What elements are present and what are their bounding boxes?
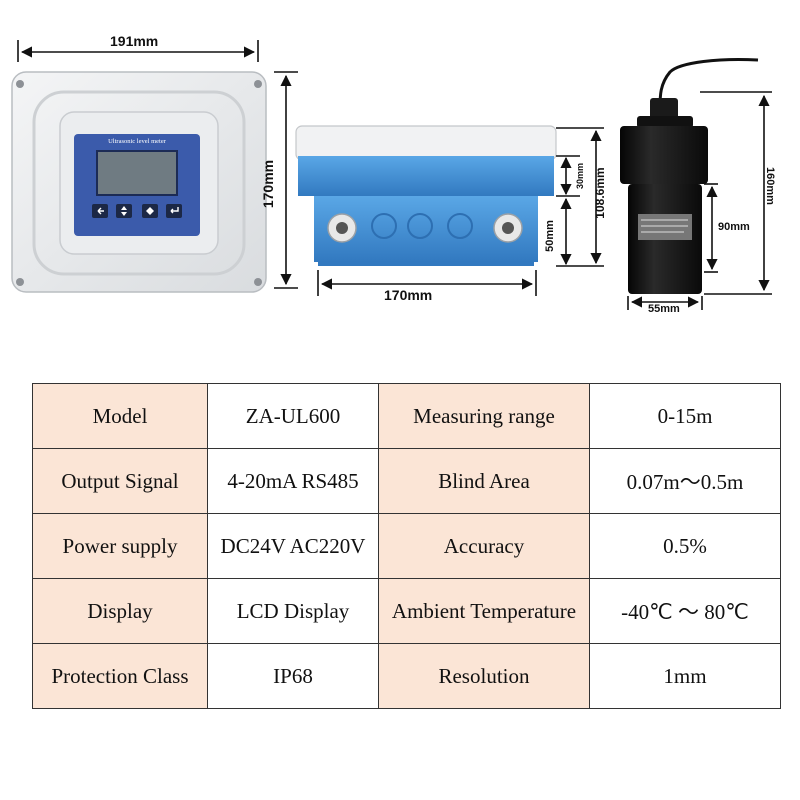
spec-value: DC24V AC220V [207, 513, 379, 579]
dim-height-front: 170mm [260, 159, 276, 209]
spec-value: IP68 [207, 643, 379, 709]
dim-depth-lid: 30mm [575, 163, 585, 190]
spec-label: Display [32, 578, 208, 644]
spec-value: 1mm [589, 643, 781, 709]
lcd-screen [96, 150, 178, 196]
spec-label: Blind Area [378, 448, 590, 514]
table-row: Protection Class IP68 Resolution 1mm [32, 643, 781, 709]
spec-label: Output Signal [32, 448, 208, 514]
panel-buttons [92, 204, 182, 218]
spec-value: ZA-UL600 [207, 383, 379, 449]
ultrasonic-sensor [620, 58, 759, 294]
dim-width-bottom: 170mm [384, 287, 433, 303]
spec-label: Model [32, 383, 208, 449]
dim-sensor-body: 90mm [718, 221, 750, 233]
table-row: Model ZA-UL600 Measuring range 0-15m [32, 383, 781, 449]
table-row: Power supply DC24V AC220V Accuracy 0.5% [32, 513, 781, 579]
dimension-lines [17, 40, 772, 310]
control-panel [74, 134, 200, 236]
spec-value: 0.07m～0.5m [589, 448, 781, 514]
dim-sensor-height: 160mm [764, 167, 776, 205]
table-row: Output Signal 4-20mA RS485 Blind Area 0.… [32, 448, 781, 514]
spec-value: -40℃ ～ 80℃ [589, 578, 781, 644]
dim-depth-base: 50mm [544, 220, 556, 252]
spec-label: Measuring range [378, 383, 590, 449]
side-housing [295, 125, 557, 266]
spec-value: 0.5% [589, 513, 781, 579]
sensor-label-plate [638, 214, 692, 240]
panel-title: Ultrasonic level meter [108, 138, 166, 145]
product-diagram [11, 40, 772, 310]
spec-label: Power supply [32, 513, 208, 579]
table-row: Display LCD Display Ambient Temperature … [32, 578, 781, 644]
spec-table: Model ZA-UL600 Measuring range 0-15m Out… [32, 383, 781, 709]
spec-value: LCD Display [207, 578, 379, 644]
dim-depth-total: 108.6mm [593, 167, 607, 219]
spec-label: Resolution [378, 643, 590, 709]
spec-value: 4-20mA RS485 [207, 448, 379, 514]
spec-label: Protection Class [32, 643, 208, 709]
spec-label: Ambient Temperature [378, 578, 590, 644]
dim-sensor-diameter: 55mm [648, 303, 680, 315]
spec-value: 0-15m [589, 383, 781, 449]
dim-width-front: 191mm [110, 33, 159, 49]
spec-label: Accuracy [378, 513, 590, 579]
